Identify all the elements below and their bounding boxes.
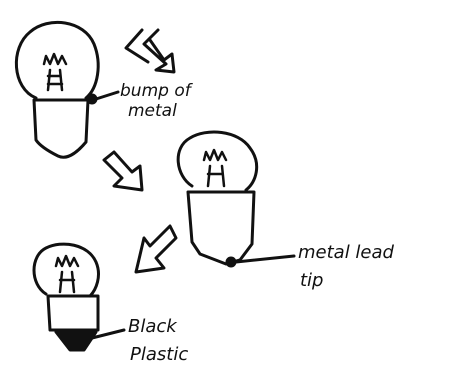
bulb-bottom-glass (34, 244, 98, 296)
bulb-top-filament (44, 54, 66, 90)
label-black-plastic: Black Plastic (128, 316, 188, 365)
svg-text:Plastic: Plastic (130, 344, 188, 365)
bulb-bottom-filament (56, 256, 78, 292)
svg-text:Black: Black (128, 316, 178, 337)
label-metal-lead-tip: metal lead tip (298, 242, 395, 291)
bulb-bottom-base (48, 296, 98, 330)
bulb-middle-base (188, 192, 254, 264)
label-bump-of-metal: bump of metal (120, 81, 194, 121)
bulb-middle-tip (227, 258, 235, 266)
arrow-bottom (136, 226, 176, 272)
bulb-bottom-plastic-tip (56, 332, 96, 350)
svg-text:metal: metal (128, 101, 177, 121)
arrow-top (126, 30, 174, 72)
svg-text:tip: tip (300, 270, 323, 291)
arrow-middle (104, 152, 142, 190)
bulb-middle (178, 132, 294, 266)
svg-text:metal lead: metal lead (298, 242, 395, 263)
bulb-top-base (34, 100, 88, 157)
bulb-bottom (34, 244, 124, 350)
bulb-middle-filament (204, 150, 226, 186)
svg-text:bump of: bump of (120, 81, 194, 101)
bulb-top (16, 22, 118, 157)
